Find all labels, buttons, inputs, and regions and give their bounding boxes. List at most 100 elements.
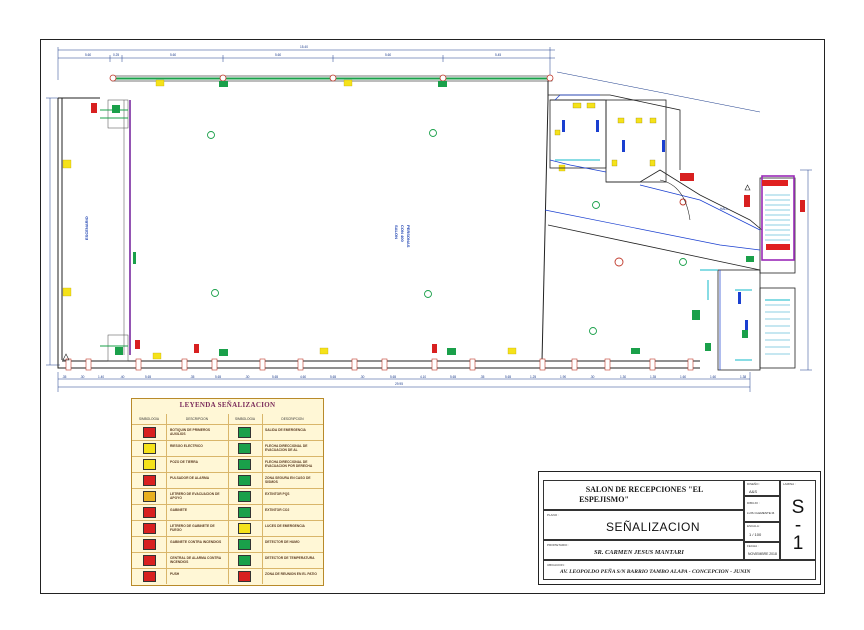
smoke-detector-icon bbox=[238, 539, 251, 550]
bottom-dimension-lines bbox=[57, 372, 751, 392]
legend-row: PULSADOR DE ALARMA ZONA SEGURA EN CASO DE… bbox=[132, 472, 323, 490]
svg-text:1.60: 1.60 bbox=[680, 375, 686, 379]
project-title-line1: SALON DE RECEPCIONES "EL bbox=[585, 485, 704, 494]
location-text: AV. LEOPOLDO PEÑA S/N BARRIO TAMBO ALAPA… bbox=[560, 569, 751, 575]
svg-text:1.40: 1.40 bbox=[98, 375, 104, 379]
svg-text:5.65: 5.65 bbox=[330, 375, 336, 379]
svg-text:.35: .35 bbox=[62, 375, 67, 379]
legend-description: ZONA DE REUNION EN EL PATIO bbox=[265, 572, 317, 576]
designer-cell: DISEÑO : A&S bbox=[744, 480, 780, 496]
svg-text:.30: .30 bbox=[245, 375, 250, 379]
legend-title: LEYENDA SEÑALIZACION bbox=[179, 401, 276, 409]
room-label-hall: HALL bbox=[720, 207, 728, 211]
main-walls bbox=[57, 80, 700, 369]
date-cell: FECHA : NOVIEMBRE 2018 bbox=[744, 542, 780, 560]
drawn-cell: DIBUJO : LUIS CLEMENTE M. bbox=[744, 496, 780, 522]
temperature-detectors bbox=[614, 198, 687, 267]
sheet-border bbox=[40, 39, 825, 594]
title-block: SALON DE RECEPCIONES "EL ESPEJISMO" PLAN… bbox=[538, 471, 821, 585]
emergency-lights bbox=[62, 79, 566, 360]
extinguisher-pqs-icon bbox=[238, 491, 251, 502]
ground-icon bbox=[143, 459, 156, 470]
svg-text:PERSONAS: PERSONAS bbox=[406, 225, 411, 248]
legend-description: LETRERO DE EVACUACION DE APOYO bbox=[170, 492, 220, 500]
top-dimension-lines bbox=[57, 47, 555, 80]
legend-description: POZO DE TIERRA bbox=[170, 460, 199, 464]
svg-text:CON 400: CON 400 bbox=[400, 225, 405, 242]
west-stage bbox=[100, 99, 131, 362]
svg-text:1.30: 1.30 bbox=[620, 375, 626, 379]
location-label: UBICACION : bbox=[547, 563, 566, 567]
legend-header-symbol-right: SIMBOLOGIA bbox=[234, 417, 255, 421]
legend-description: FLECHA DIRECCIONAL DE EVACUACION POR DER… bbox=[265, 460, 313, 468]
hose-sign-icon bbox=[143, 555, 156, 566]
electric-risk-icon bbox=[143, 443, 156, 454]
svg-text:.35: .35 bbox=[480, 375, 485, 379]
legend-description: FLECHA DIRECCIONAL DE EVACUACION DE AL bbox=[265, 444, 308, 452]
project-cell: SALON DE RECEPCIONES "EL ESPEJISMO" bbox=[543, 480, 744, 510]
ramp-curve bbox=[659, 179, 691, 221]
legend-description: ZONA SEGURA EN CASO DE SISMOS bbox=[265, 476, 311, 484]
legend-description: DETECTOR DE HUMO bbox=[265, 540, 300, 544]
svg-text:5.65: 5.65 bbox=[450, 375, 456, 379]
svg-text:1.38: 1.38 bbox=[740, 375, 746, 379]
svg-text:1.35: 1.35 bbox=[650, 375, 656, 379]
date-value: NOVIEMBRE 2018 bbox=[748, 552, 777, 556]
svg-text:1.90: 1.90 bbox=[560, 375, 566, 379]
svg-text:1.25: 1.25 bbox=[530, 375, 536, 379]
location-cell: UBICACION : AV. LEOPOLDO PEÑA S/N BARRIO… bbox=[543, 560, 816, 580]
scale-cell: ESCALA : 1 / 100 bbox=[744, 522, 780, 542]
legend-description: EXTINTOR CO2 bbox=[265, 508, 290, 512]
svg-text:4.10: 4.10 bbox=[420, 375, 426, 379]
svg-text:5.60: 5.60 bbox=[85, 53, 91, 57]
drawing-title: SEÑALIZACION bbox=[606, 520, 701, 534]
electric-risk-marker bbox=[744, 184, 751, 191]
svg-text:5.65: 5.65 bbox=[390, 375, 396, 379]
sheet-number-line1: S bbox=[791, 497, 805, 518]
directional-arrow-icon bbox=[238, 443, 251, 454]
designer-value: A&S bbox=[749, 489, 758, 494]
owner-label: PROPIETARIO : bbox=[547, 543, 569, 547]
restroom-fixtures bbox=[554, 102, 657, 167]
legend-description: PULSADOR DE ALARMA bbox=[170, 476, 210, 480]
svg-text:.40: .40 bbox=[120, 375, 125, 379]
top-window-band bbox=[109, 74, 554, 82]
legend-description: CENTRAL DE ALARMA CONTRA INCENDIOS bbox=[170, 556, 222, 564]
temperature-detector-icon bbox=[238, 555, 251, 566]
legend-description: RIESGO ELECTRICO bbox=[170, 444, 203, 448]
east-annex-walls bbox=[547, 94, 796, 371]
svg-text:.30: .30 bbox=[80, 375, 85, 379]
svg-text:.30: .30 bbox=[360, 375, 365, 379]
svg-text:5.65: 5.65 bbox=[215, 375, 221, 379]
svg-text:5.65: 5.65 bbox=[505, 375, 511, 379]
east-annex-partitions bbox=[544, 94, 761, 370]
sheet-number-line3: 1 bbox=[792, 533, 804, 554]
stair-enclosure bbox=[761, 175, 795, 261]
emergency-light-icon bbox=[238, 523, 251, 534]
smoke-detectors bbox=[207, 129, 687, 335]
legend-description: PUSH bbox=[170, 572, 180, 576]
alarm-pushbutton-icon bbox=[143, 475, 156, 486]
restroom-signs bbox=[562, 120, 748, 330]
emergency-zone-icon bbox=[238, 571, 251, 582]
exit-sign-icon bbox=[238, 427, 251, 438]
legend-header-description-left: DESCRIPCION bbox=[185, 417, 209, 421]
svg-text:5.60: 5.60 bbox=[170, 53, 176, 57]
exit-signs bbox=[112, 81, 754, 356]
cabinet-icon bbox=[143, 507, 156, 518]
svg-text:5.65: 5.65 bbox=[272, 375, 278, 379]
sheet-number-line2: - bbox=[794, 515, 802, 536]
drawing-label: PLANO : bbox=[547, 513, 559, 517]
evacuation-sign-icon bbox=[143, 491, 156, 502]
evacuation-arrows bbox=[555, 159, 790, 361]
safe-zone-markers bbox=[762, 180, 790, 250]
door-icon bbox=[143, 571, 156, 582]
